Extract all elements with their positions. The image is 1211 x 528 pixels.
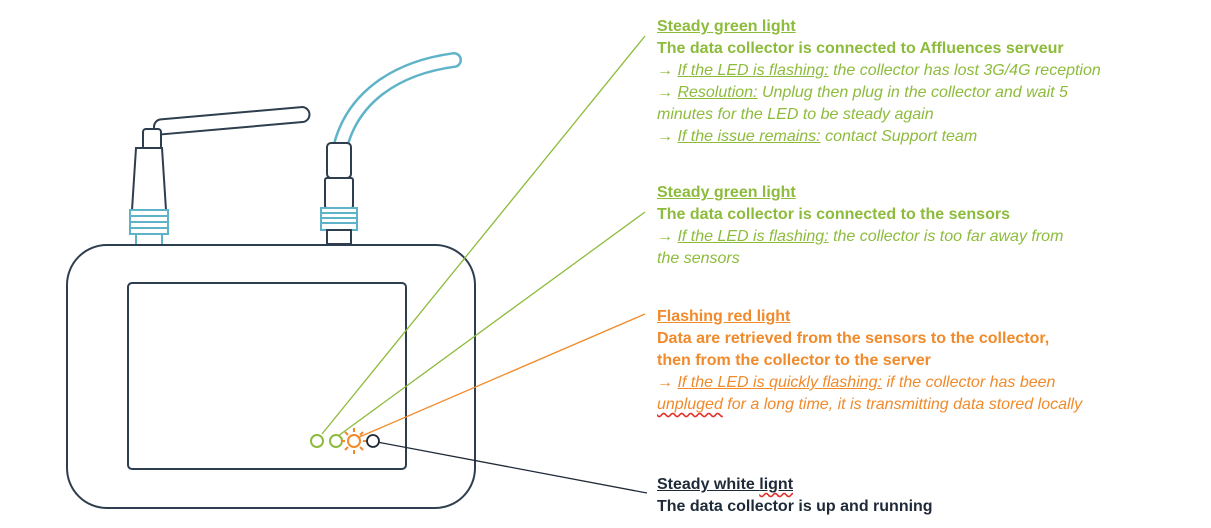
- note-power: Steady white lignt The data collector is…: [657, 474, 933, 518]
- note-transfer-subtitle-2: then from the collector to the server: [657, 352, 931, 369]
- device-screen: [127, 282, 407, 470]
- note-transfer-flashing-cont: for a long time, it is transmitting data…: [722, 396, 1083, 413]
- note-power-title-misspelled: lignt: [759, 476, 794, 493]
- note-sensors-subtitle: The data collector is connected to the s…: [657, 206, 1010, 223]
- led-power: [366, 434, 380, 448]
- note-server-flashing-text: the collector has lost 3G/4G reception: [828, 62, 1101, 79]
- note-server-resolution-label: Resolution:: [677, 84, 758, 101]
- note-sensors-flashing-cont: the sensors: [657, 250, 740, 267]
- arrow-icon: →: [657, 128, 673, 145]
- led-transfer-flashing: [341, 428, 367, 454]
- note-server-resolution-text: Unplug then plug in the collector and wa…: [757, 84, 1068, 101]
- note-server-subtitle: The data collector is connected to Afflu…: [657, 40, 1064, 57]
- note-transfer-flashing-label: If the LED is quickly flashing:: [677, 374, 882, 391]
- note-sensors-title: Steady green light: [657, 184, 796, 201]
- note-server-flashing-label: If the LED is flashing:: [677, 62, 829, 79]
- led-server: [310, 434, 324, 448]
- note-transfer-title: Flashing red light: [657, 308, 791, 325]
- leader-line-transfer: [356, 313, 646, 439]
- note-server-connection: Steady green light The data collector is…: [657, 16, 1101, 148]
- note-server-title: Steady green light: [657, 18, 796, 35]
- leader-line-server: [321, 35, 646, 435]
- note-data-transfer: Flashing red light Data are retrieved fr…: [657, 306, 1082, 416]
- note-sensor-connection: Steady green light The data collector is…: [657, 182, 1063, 270]
- note-power-title: Steady white: [657, 476, 760, 493]
- note-sensors-flashing-label: If the LED is flashing:: [677, 228, 829, 245]
- cable-core: [334, 54, 460, 154]
- antenna: [129, 106, 311, 247]
- note-server-resolution-cont: minutes for the LED to be steady again: [657, 106, 934, 123]
- arrow-icon: →: [657, 228, 673, 245]
- note-transfer-misspelled-word: unpluged: [657, 396, 723, 413]
- arrow-icon: →: [657, 84, 673, 101]
- led-sensors: [329, 434, 343, 448]
- leader-line-sensors: [337, 211, 646, 437]
- leader-line-power: [376, 441, 648, 494]
- note-transfer-subtitle-1: Data are retrieved from the sensors to t…: [657, 330, 1050, 347]
- note-server-issue-label: If the issue remains:: [677, 128, 821, 145]
- note-transfer-flashing-text: if the collector has been: [882, 374, 1056, 391]
- note-power-subtitle: The data collector is up and running: [657, 498, 933, 515]
- note-server-issue-text: contact Support team: [820, 128, 978, 145]
- arrow-icon: →: [657, 62, 673, 79]
- cable-connector: [320, 142, 358, 245]
- note-sensors-flashing-text: the collector is too far away from: [828, 228, 1064, 245]
- arrow-icon: →: [657, 374, 673, 391]
